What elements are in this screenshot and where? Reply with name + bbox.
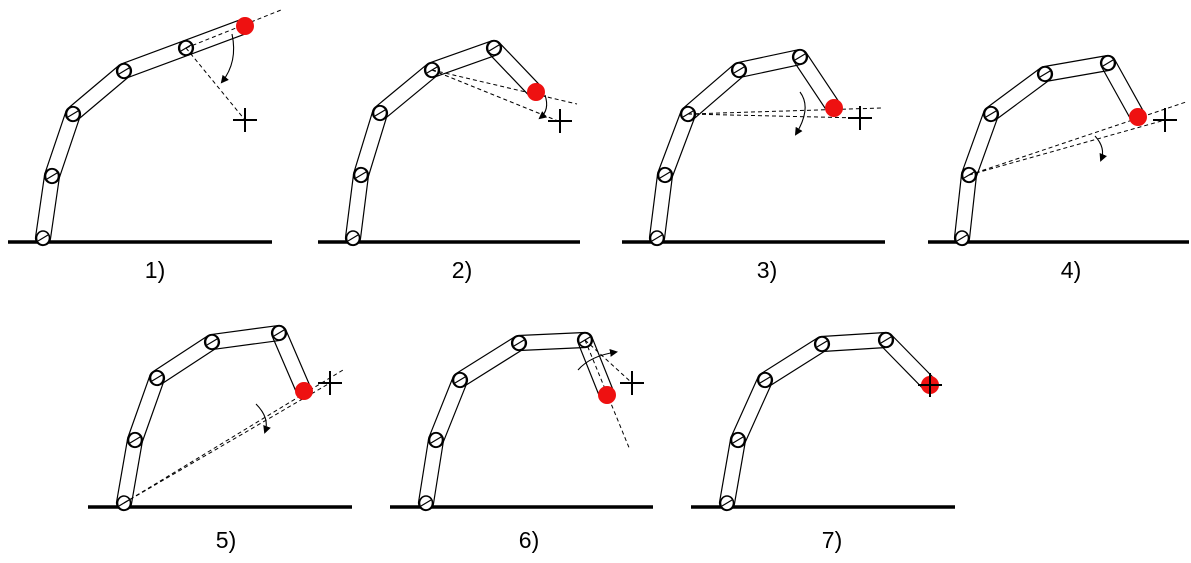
panel-7-arm-joint-3-mark	[759, 376, 771, 384]
panel-6-arm-joint-3-mark	[454, 376, 466, 384]
panel-3-dashed-to-target	[687, 113, 861, 119]
panel-6-rotation-arrow	[577, 348, 618, 371]
panel-6-end-effector	[598, 386, 616, 404]
panel-7-arm-joint-2-mark	[732, 436, 744, 444]
panel-7-caption: 7)	[821, 527, 843, 553]
panel-1-dashed-to-target	[185, 47, 246, 121]
panel-7-arm-joint-5-mark	[880, 336, 892, 344]
panel-3-arm-joint-4-mark	[733, 66, 745, 74]
panel-3-arm-joint-1-mark	[651, 234, 663, 242]
panel-4-dashed-to-effector	[968, 101, 1187, 176]
panel-1-joint-1-mark	[37, 234, 49, 242]
panel-1-rotation-arrow	[220, 33, 235, 84]
panel-4-dashed-to-target	[968, 119, 1166, 176]
panel-2-dashed-to-target	[431, 69, 559, 122]
panel-6-dashed-to-target	[584, 339, 633, 384]
panel-2-end-effector	[527, 83, 545, 101]
panel-4-arm-joint-5-mark	[1102, 59, 1114, 67]
panel-2-caption: 2)	[451, 257, 473, 283]
panel-2-arm-joint-5-mark	[488, 44, 500, 52]
panel-3-end-effector	[825, 99, 843, 117]
panel-4-arm-joint-3-mark	[985, 110, 997, 118]
panel-5-end-effector	[295, 382, 313, 400]
panel-3-dashed-to-effector	[687, 107, 883, 115]
panel-4-caption: 4)	[1060, 257, 1082, 283]
panel-4-arm-joint-1-mark	[956, 234, 968, 242]
panel-7-arm-joint-1-mark	[721, 499, 733, 507]
panel-6-caption: 6)	[518, 527, 540, 553]
panel-3-arm-joint-5-mark	[794, 53, 806, 61]
panel-5-caption: 5)	[215, 527, 237, 553]
panel-5-rotation-arrow	[255, 403, 271, 434]
panel-2-arm-joint-1-mark	[347, 234, 359, 242]
panel-1-dashed-to-effector	[185, 9, 282, 49]
panel-1-caption: 1)	[144, 257, 166, 283]
panel-6-arm-joint-4-mark	[513, 339, 525, 347]
panel-5-arm-joint-3-mark	[151, 374, 163, 382]
panel-5-dashed-to-target	[123, 382, 331, 504]
panel-1-joint-4-mark	[118, 67, 130, 75]
panel-2-arm-joint-3-mark	[374, 109, 386, 117]
panel-1-joint-2-mark	[46, 172, 58, 180]
panel-3-arm-joint-2-mark	[659, 171, 671, 179]
panel-7-arm-joint-4-mark	[816, 340, 828, 348]
panel-1-joint-3-mark	[67, 110, 79, 118]
panel-2-rotation-arrow	[538, 94, 548, 120]
panel-3-rotation-arrow	[794, 91, 806, 136]
panel-2-dashed-to-effector	[431, 69, 578, 105]
panel-6-arm-joint-1-mark	[420, 499, 432, 507]
panel-4-arm-joint-4-mark	[1039, 70, 1051, 78]
panel-3-caption: 3)	[756, 257, 778, 283]
panel-4-rotation-arrow	[1094, 135, 1107, 162]
panel-2-arm-joint-2-mark	[355, 171, 367, 179]
panel-1-end-effector	[236, 17, 254, 35]
panel-5-arm-joint-4-mark	[206, 338, 218, 346]
panel-4-end-effector	[1129, 108, 1147, 126]
panel-6-arm-joint-2-mark	[430, 436, 442, 444]
panel-5-arm-joint-5-mark	[273, 329, 285, 337]
panel-5-arm-joint-2-mark	[129, 436, 141, 444]
